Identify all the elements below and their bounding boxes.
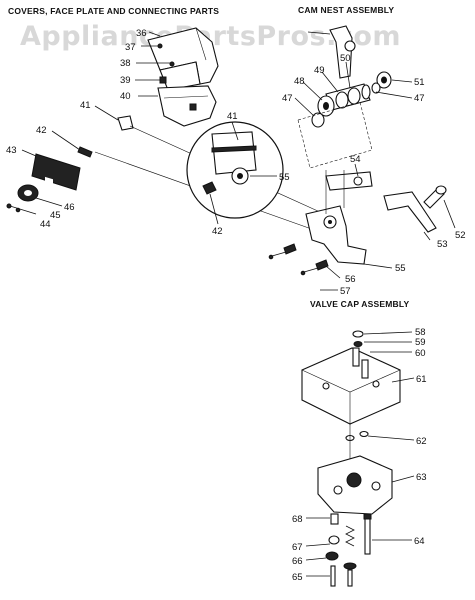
part-number-55b: 55 xyxy=(395,263,406,274)
face-plate-43 xyxy=(21,149,81,191)
valve-cap-plate-61 xyxy=(301,347,415,425)
part-number-46: 46 xyxy=(64,202,75,213)
part-number-42a: 42 xyxy=(36,125,47,136)
part-number-49: 49 xyxy=(314,65,325,76)
part-number-51: 51 xyxy=(414,77,425,88)
detail-circle xyxy=(186,121,284,225)
part-number-41a: 41 xyxy=(80,100,91,111)
washer-58-59 xyxy=(352,330,413,347)
part-number-64: 64 xyxy=(414,536,425,547)
cam-arm-54 xyxy=(325,163,373,191)
bracket-41 xyxy=(94,105,134,131)
bolt-64 xyxy=(363,513,412,555)
title-covers-face-plate: COVERS, FACE PLATE AND CONNECTING PARTS xyxy=(8,6,219,16)
screw-56 xyxy=(268,243,297,260)
part-number-55a: 55 xyxy=(279,172,290,183)
screw-57 xyxy=(300,259,341,279)
part-number-60: 60 xyxy=(415,348,426,359)
part-number-38: 38 xyxy=(120,58,131,69)
part-number-42b: 42 xyxy=(212,226,223,237)
mounting-bracket-55 xyxy=(305,170,393,269)
part-number-48: 48 xyxy=(294,76,305,87)
title-valve-cap-assembly: VALVE CAP ASSEMBLY xyxy=(310,299,409,309)
lower-cover-part xyxy=(157,85,217,127)
part-number-40: 40 xyxy=(120,91,131,102)
valve-body-63 xyxy=(317,455,415,515)
part-number-41b: 41 xyxy=(227,111,238,122)
part-number-61: 61 xyxy=(416,374,427,385)
leader-49 xyxy=(321,71,339,93)
part-number-47a: 47 xyxy=(282,93,293,104)
gasket-62 xyxy=(345,424,415,460)
part-number-44: 44 xyxy=(40,219,51,230)
pin-52 xyxy=(423,185,456,229)
part-number-54: 54 xyxy=(350,154,361,165)
part-number-39: 39 xyxy=(120,75,131,86)
part-number-66: 66 xyxy=(292,556,303,567)
part-number-65: 65 xyxy=(292,572,303,583)
part-number-37: 37 xyxy=(125,42,136,53)
part-number-68: 68 xyxy=(292,514,303,525)
part-number-50: 50 xyxy=(340,53,351,64)
screw-37 xyxy=(141,43,163,49)
part-number-57: 57 xyxy=(340,286,351,297)
bushing-51 xyxy=(371,71,413,99)
part-number-63: 63 xyxy=(416,472,427,483)
leader-36 xyxy=(148,31,161,37)
leader-48 xyxy=(302,81,323,101)
bushing-47-left xyxy=(294,97,325,128)
part-number-53: 53 xyxy=(437,239,448,250)
part-number-59: 59 xyxy=(415,337,426,348)
part-number-52: 52 xyxy=(455,230,466,241)
part-number-36: 36 xyxy=(136,28,147,39)
leader-50 xyxy=(345,61,351,89)
part-number-62: 62 xyxy=(416,436,427,447)
clip-39 xyxy=(135,76,167,84)
part-number-45: 45 xyxy=(50,210,61,221)
lever-53 xyxy=(383,191,437,241)
ghost-plate xyxy=(297,101,373,169)
screw-42 xyxy=(51,130,93,158)
top-cover-part xyxy=(147,27,219,91)
screw-38 xyxy=(136,61,175,67)
valve-stem-60 xyxy=(352,347,412,379)
part-number-67: 67 xyxy=(292,542,303,553)
part-number-58: 58 xyxy=(415,327,426,338)
knob-46 xyxy=(17,184,63,207)
valve-parts-stack xyxy=(305,513,357,587)
part-number-47b: 47 xyxy=(414,93,425,104)
part-number-43: 43 xyxy=(6,145,17,156)
screw-44-45 xyxy=(6,203,37,215)
title-cam-nest-assembly: CAM NEST ASSEMBLY xyxy=(298,5,394,15)
cam-wheel-48 xyxy=(317,95,335,117)
part-number-56: 56 xyxy=(345,274,356,285)
